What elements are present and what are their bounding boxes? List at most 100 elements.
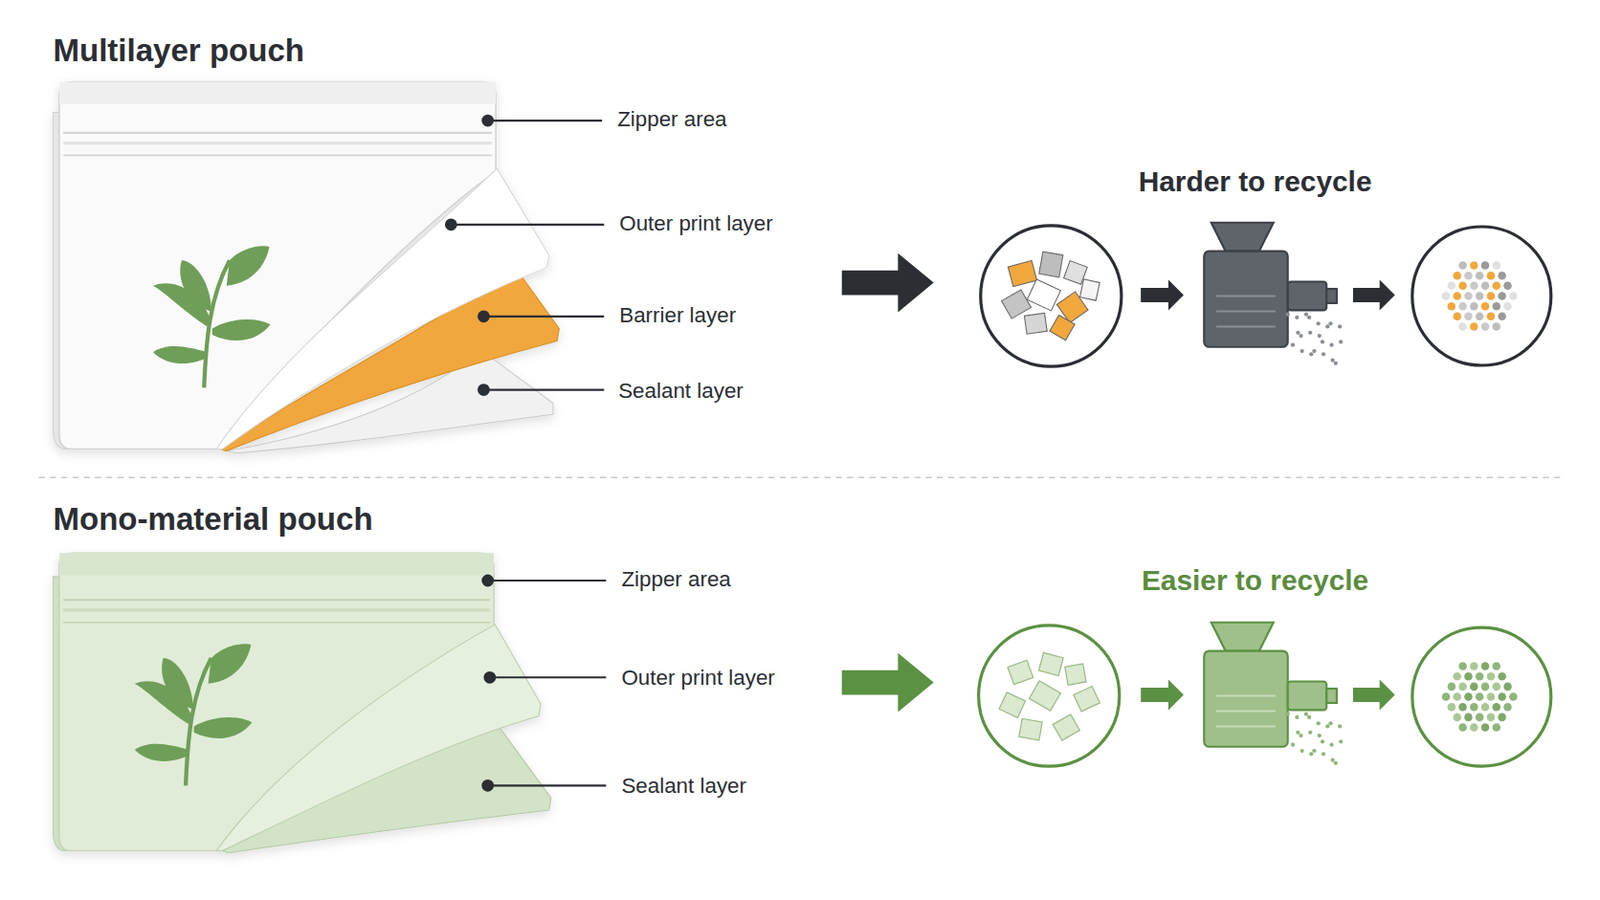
pellet-dot: [1492, 723, 1502, 733]
pellet-dot: [1295, 331, 1300, 335]
pellet-dot: [1333, 361, 1338, 366]
pellet-dot: [1481, 322, 1490, 332]
mixed-pellets-circle: [1412, 226, 1552, 366]
pouch-top-seal: [59, 553, 494, 576]
leaf-icon: [134, 644, 253, 786]
pellet-dot: [1447, 703, 1457, 712]
pellet-dot: [1298, 733, 1303, 738]
pellet-dot: [1458, 683, 1467, 692]
pellet-dot: [1458, 282, 1467, 291]
pellet-dot: [1469, 683, 1479, 692]
powder-stream: [1286, 312, 1344, 366]
small-arrow: [1353, 679, 1396, 711]
pellet-dot: [1325, 324, 1330, 329]
pellet-dot: [1469, 662, 1479, 671]
pellet-dot: [1286, 312, 1290, 317]
small-arrow: [1353, 279, 1396, 311]
pellet-dot: [1464, 291, 1473, 301]
big-arrow: [842, 653, 934, 713]
mixed-flakes-circle: [980, 225, 1122, 367]
part-label: Barrier layer: [619, 303, 736, 330]
pellet-dot: [1492, 322, 1502, 332]
pellet-dot: [1497, 713, 1507, 723]
pellet-dot: [1452, 672, 1462, 682]
pellet-dot: [1458, 662, 1467, 671]
zipper-line: [63, 132, 492, 134]
pellet-dot: [1492, 703, 1502, 712]
section-title: Mono-material pouch: [52, 500, 373, 539]
part-label: Outer print layer: [621, 666, 775, 692]
pellet-dot: [1481, 261, 1490, 270]
pellet-dot: [1317, 333, 1322, 338]
pellet-dot: [1452, 271, 1462, 281]
pellet-dot: [1475, 713, 1485, 723]
pellet-dot: [1307, 715, 1312, 720]
pellet-dot: [1492, 261, 1502, 270]
pellet-dot: [1294, 715, 1299, 720]
pellet-dot: [1316, 721, 1321, 726]
pellet-dot: [1469, 282, 1479, 291]
pellet-dot: [1311, 349, 1316, 354]
pellet-dot: [1325, 724, 1330, 729]
pellet-dot: [1300, 749, 1305, 754]
multilayer-pouch: [52, 82, 559, 454]
pellet-dot: [1481, 302, 1490, 312]
pellet-dot: [1447, 302, 1457, 312]
pellet-dot: [1503, 302, 1512, 312]
pellet-dot: [1442, 692, 1451, 702]
pellet-dot: [1316, 321, 1321, 326]
pellet-dot: [1458, 261, 1467, 270]
pellet-dot: [1475, 291, 1485, 301]
pellet-dot: [1475, 312, 1485, 322]
pellet-dot: [1492, 302, 1502, 312]
section-divider: [39, 476, 1562, 479]
pellet-dot: [1509, 692, 1518, 702]
uniform-pellets: [1442, 662, 1518, 733]
pellet-dot: [1307, 315, 1312, 320]
pellet-dot: [1452, 291, 1462, 301]
pellet-dot: [1320, 339, 1325, 344]
pellet-dot: [1452, 692, 1462, 702]
zipper-line: [63, 155, 492, 157]
process-heading: Harder to recycle: [1138, 164, 1373, 200]
outer-print-layer-sheet: [216, 624, 541, 852]
zipper-line: [63, 599, 490, 601]
part-label: Sealant layer: [621, 774, 747, 800]
pellet-dot: [1320, 739, 1325, 744]
pellet-dot: [1309, 752, 1313, 756]
process-heading: Easier to recycle: [1141, 563, 1369, 599]
pellet-dot: [1338, 739, 1343, 744]
pellet-dot: [1311, 749, 1316, 754]
pellet-dot: [1509, 291, 1518, 301]
pellet-dot: [1497, 672, 1507, 682]
pellet-dot: [1481, 662, 1490, 671]
pellet-dot: [1298, 333, 1303, 338]
pellet-dot: [1503, 683, 1512, 692]
pellet-dot: [1458, 723, 1467, 733]
pellet-dot: [1475, 692, 1485, 702]
pellet-dot: [1487, 312, 1496, 322]
pellet-dot: [1487, 672, 1496, 682]
pellet-dot: [1469, 302, 1479, 312]
pellet-dot: [1300, 349, 1305, 354]
pellet-dot: [1469, 261, 1479, 270]
pellet-dot: [1464, 692, 1473, 702]
pellet-dot: [1452, 312, 1462, 322]
pellet-dot: [1308, 731, 1312, 735]
pellet-dot: [1333, 761, 1338, 766]
pellet-dot: [1317, 733, 1322, 738]
pellet-dot: [1309, 352, 1313, 356]
pellet-dot: [1469, 703, 1479, 712]
shredder-machine: [1203, 222, 1337, 348]
pellets-circle: [1412, 627, 1552, 767]
pellet-dot: [1304, 312, 1309, 317]
pellet-dot: [1481, 703, 1490, 712]
pellet-dot: [1338, 339, 1343, 344]
pellet-dot: [1464, 672, 1473, 682]
pellet-dot: [1487, 692, 1496, 702]
pellet-dot: [1330, 358, 1334, 363]
big-arrow: [842, 253, 934, 313]
recycling-process-hard: [842, 222, 1552, 367]
pellet-dot: [1469, 322, 1479, 332]
pellet-dot: [1458, 302, 1467, 312]
